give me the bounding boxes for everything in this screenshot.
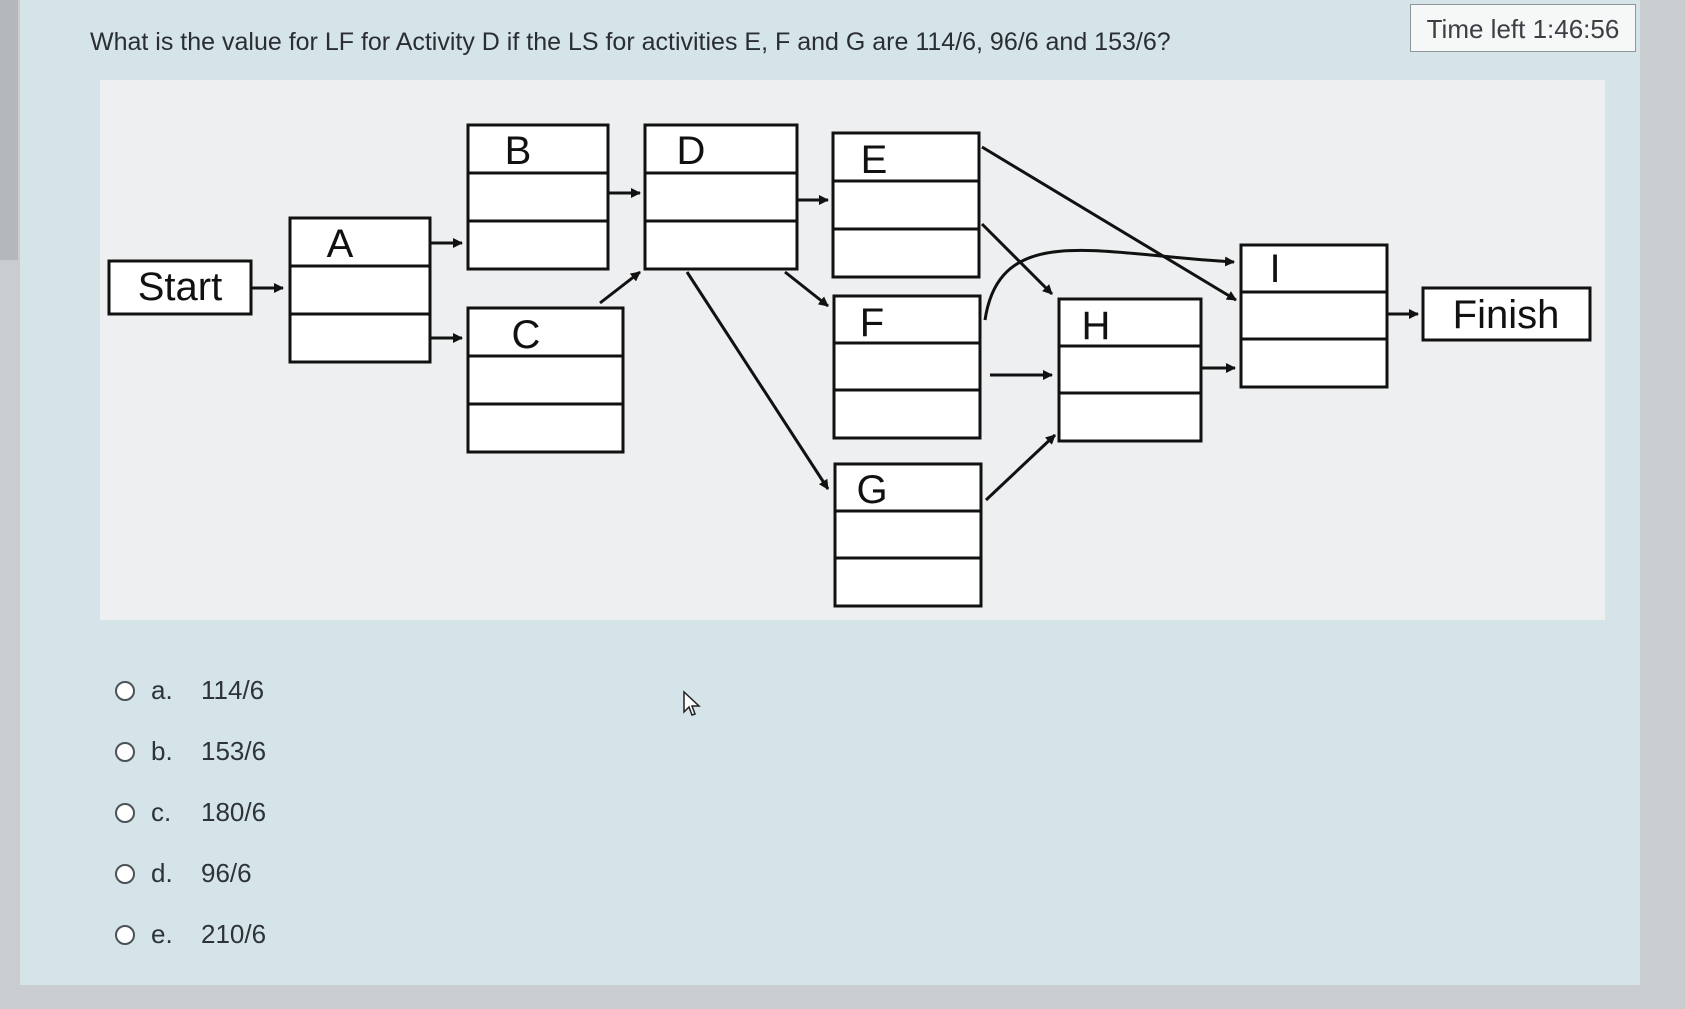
node-h: H <box>1057 297 1203 443</box>
node-d: D <box>643 123 799 271</box>
radio-b[interactable] <box>115 741 135 762</box>
arrow-c-d <box>599 270 641 305</box>
arrow-e-h <box>980 222 1054 296</box>
network-diagram: Start A B C D <box>100 80 1605 620</box>
mouse-pointer-icon <box>683 690 701 716</box>
node-b: B <box>466 123 610 271</box>
answer-value: 153/6 <box>201 736 267 766</box>
node-c-label: C <box>512 313 541 357</box>
network-diagram-svg: Start A B C D <box>107 123 1592 608</box>
answer-letter: c. <box>151 797 172 827</box>
arrow-d-f <box>784 270 829 308</box>
node-c: C <box>466 306 625 454</box>
node-a: A <box>288 216 432 364</box>
answer-options: a. 114/6 b. 153/6 c. 180/6 d. 96/6 e. 21… <box>115 660 266 965</box>
radio-e[interactable] <box>115 924 135 945</box>
node-g-label: G <box>856 468 887 512</box>
node-e: E <box>831 131 981 279</box>
node-g: G <box>833 462 983 608</box>
answer-letter: e. <box>151 919 173 949</box>
answer-option-d[interactable]: d. 96/6 <box>115 843 266 904</box>
answer-value: 114/6 <box>201 675 265 705</box>
node-start-label: Start <box>138 265 222 309</box>
node-finish: Finish <box>1421 286 1592 342</box>
radio-a[interactable] <box>115 680 135 701</box>
answer-option-e[interactable]: e. 210/6 <box>115 904 266 965</box>
answer-letter: d. <box>151 858 173 888</box>
radio-d[interactable] <box>115 863 135 884</box>
node-finish-label: Finish <box>1453 293 1560 337</box>
node-a-label: A <box>327 222 354 266</box>
left-edge-strip <box>0 0 18 260</box>
answer-value: 180/6 <box>201 797 267 827</box>
answer-option-b[interactable]: b. 153/6 <box>115 721 266 782</box>
arrow-f-i <box>983 248 1235 321</box>
answer-option-a[interactable]: a. 114/6 <box>115 660 266 721</box>
arrow-d-g <box>685 271 830 490</box>
answer-value: 210/6 <box>201 919 267 949</box>
time-left-indicator: Time left 1:46:56 <box>1410 4 1636 52</box>
arrow-g-h <box>984 433 1057 502</box>
node-d-label: D <box>677 129 706 173</box>
answer-letter: b. <box>151 736 173 766</box>
node-f-label: F <box>860 301 884 345</box>
node-i-label: I <box>1269 247 1280 291</box>
question-text: What is the value for LF for Activity D … <box>90 28 1171 56</box>
node-e-label: E <box>861 138 888 182</box>
radio-c[interactable] <box>115 802 135 823</box>
answer-value: 96/6 <box>201 858 252 888</box>
answer-letter: a. <box>151 675 173 705</box>
node-start: Start <box>107 259 253 316</box>
arrow-e-i <box>981 145 1237 302</box>
node-h-label: H <box>1082 304 1111 348</box>
node-b-label: B <box>505 129 532 173</box>
node-i: I <box>1239 243 1389 389</box>
node-f: F <box>832 294 982 440</box>
answer-option-c[interactable]: c. 180/6 <box>115 782 266 843</box>
